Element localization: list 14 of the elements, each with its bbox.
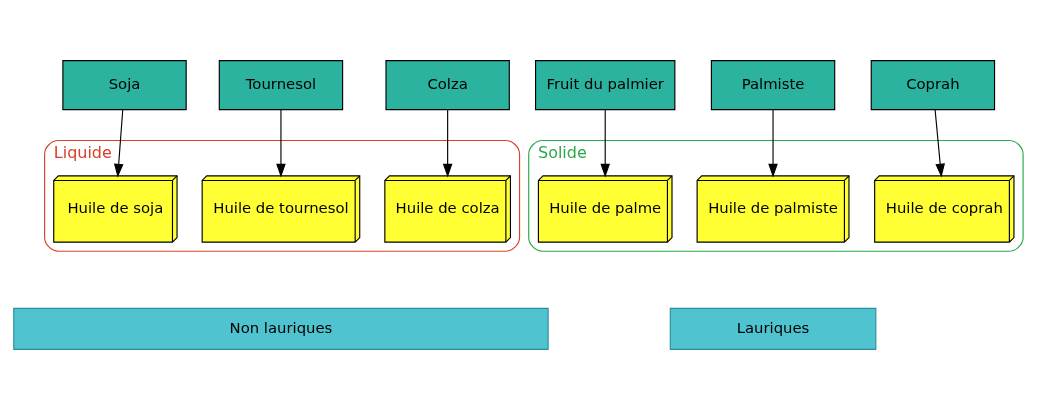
node-box: Tournesol: [218, 59, 344, 110]
node-box: Coprah: [870, 59, 996, 110]
arrow: [276, 108, 286, 177]
arrow: [934, 108, 945, 177]
arrow: [442, 108, 453, 177]
node-box: Fruit du palmier: [535, 59, 676, 110]
node-box: Palmiste: [710, 59, 836, 110]
node-box: Non lauriques: [13, 307, 549, 350]
arrow: [600, 108, 610, 177]
arrow: [768, 108, 778, 177]
node-box: Lauriques: [669, 307, 877, 350]
arrow: [113, 108, 124, 177]
node-box: Colza: [385, 59, 510, 110]
node-box: Soja: [62, 59, 187, 110]
